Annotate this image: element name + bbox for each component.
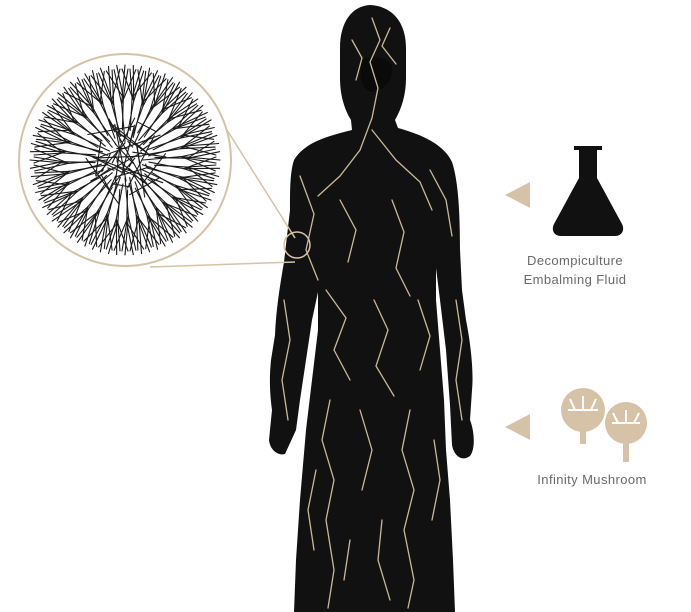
- mycelium-zoom-callout: [19, 54, 310, 267]
- burial-suit-figure: [269, 5, 474, 612]
- suit-silhouette: [269, 5, 474, 612]
- mushroom-right: [605, 402, 647, 462]
- fluid-label-line2: Embalming Fluid: [505, 270, 645, 289]
- arrow-left-icon: [505, 182, 530, 208]
- fluid-label-line1: Decompiculture: [505, 251, 645, 270]
- mushroom-label: Infinity Mushroom: [512, 470, 672, 489]
- arrow-left-icon: [505, 414, 530, 440]
- callout-line-bottom: [150, 262, 295, 267]
- fluid-label: Decompiculture Embalming Fluid: [505, 251, 645, 289]
- flask-icon: [553, 146, 623, 236]
- mushroom-icon: [561, 388, 647, 462]
- mushroom-group: [505, 388, 647, 462]
- flask-group: [505, 146, 623, 236]
- mushroom-left: [561, 388, 605, 444]
